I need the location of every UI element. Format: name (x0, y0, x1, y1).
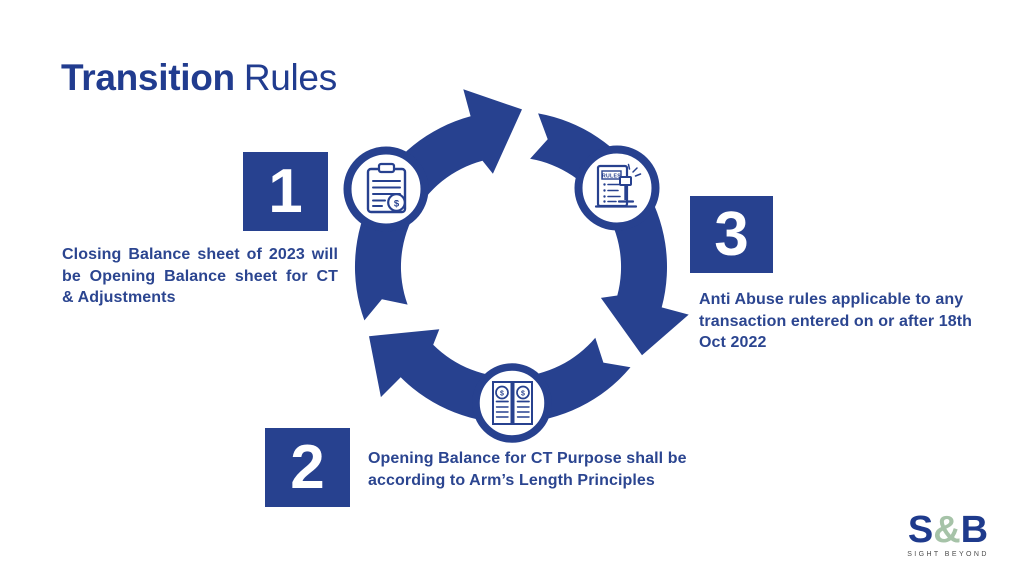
step-1-number-box: 1 (243, 152, 328, 231)
step-2-line-2: according to Arm’s Length Principles (368, 471, 655, 489)
cycle-arrow-bottom (369, 329, 631, 424)
cycle-arrow-top (354, 89, 522, 321)
step-2-line-1: Opening Balance for CT Purpose shall be (368, 450, 687, 467)
company-logo: S&B SIGHT BEYOND (906, 510, 990, 558)
sparkle-marks (627, 163, 642, 177)
page-title-emphasis: Transition (61, 57, 235, 98)
ledger-dollar-left-glyph: $ (500, 391, 504, 398)
step-2-number-box: 2 (265, 428, 350, 507)
step-3-number-box: 3 (690, 196, 773, 273)
logo-ampersand: & (933, 509, 961, 551)
logo-letter-b: B (960, 509, 989, 551)
cycle-arrow-right (530, 113, 689, 356)
step-3-line-3: Oct 2022 (699, 334, 767, 351)
logo-wordmark: S&B (906, 510, 990, 550)
step-1-number: 1 (268, 156, 303, 226)
ledger-open-book-icon: $ $ (472, 363, 552, 443)
balance-sheet-clipboard-icon: $ (343, 146, 429, 232)
step-3-line-2: transaction entered on or after 18th (699, 312, 972, 330)
step-2-number: 2 (290, 432, 325, 502)
ledger-dollar-right-glyph: $ (521, 391, 525, 398)
step-1-line-2: be Opening Balance sheet for CT (62, 267, 338, 285)
clipboard-dollar-glyph: $ (394, 199, 400, 210)
step-1-line-1: Closing Balance sheet of 2023 will (62, 246, 338, 263)
step-2-description: Opening Balance for CT Purpose shall be … (368, 448, 703, 491)
step-3-line-1: Anti Abuse rules applicable to any (699, 291, 964, 308)
rules-gavel-icon: RULES (574, 145, 660, 231)
step-3-number: 3 (714, 199, 749, 269)
rules-label: RULES (602, 173, 621, 179)
step-3-description: Anti Abuse rules applicable to any trans… (699, 289, 991, 354)
step-1-description: Closing Balance sheet of 2023 will be Op… (62, 244, 338, 309)
logo-tagline: SIGHT BEYOND (907, 551, 989, 558)
logo-letter-s: S (907, 509, 934, 551)
step-1-line-3: & Adjustments (62, 289, 176, 306)
page-title-rest: Rules (243, 57, 337, 98)
